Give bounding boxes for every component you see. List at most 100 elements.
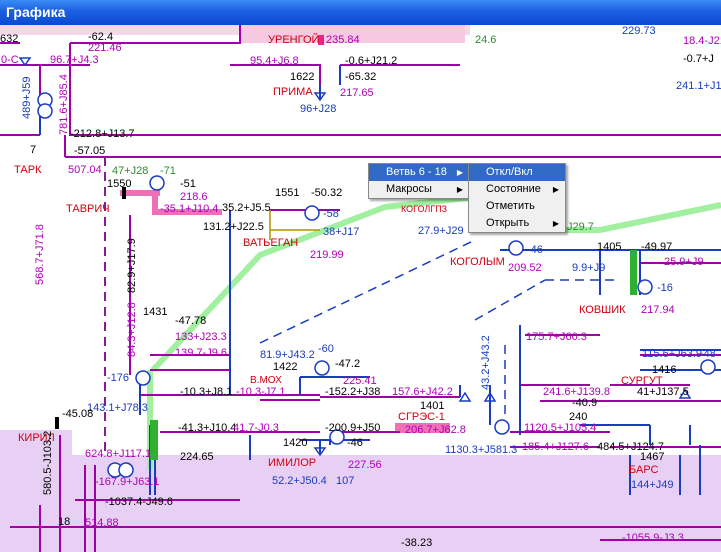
transformer-icons: [37, 92, 134, 478]
node-name-kogolym[interactable]: КОГОЛЫМ: [450, 256, 505, 268]
submenu-arrow-icon: ▶: [552, 219, 559, 228]
node-angle: -65.32: [345, 71, 377, 83]
flow-label: 81.9+J43.2: [260, 349, 315, 361]
highlight-tavrich: [120, 190, 160, 196]
node-voltage: 218.6: [180, 191, 208, 203]
substation-area-top: [0, 25, 470, 35]
flow-label: -38.23: [401, 537, 433, 549]
node-name-tark[interactable]: ТАРК: [14, 164, 42, 176]
node-angle: -50.32: [311, 187, 343, 199]
substation-area-bottom: [72, 455, 721, 552]
node-name-bars[interactable]: БАРС: [629, 464, 659, 476]
flow-label: 52.2+J50.4: [272, 475, 327, 487]
node-voltage: 224.65: [180, 451, 214, 463]
window-title-bar[interactable]: Графика: [0, 0, 721, 25]
flow-label: 131.2+J22.5: [203, 221, 264, 233]
node-voltage: 225.41: [343, 375, 377, 387]
load-icons: [18, 57, 692, 457]
node-name-tavrich[interactable]: ТАВРИЧ: [66, 203, 110, 215]
node-number: 1401: [420, 400, 445, 412]
node-name-vatyegan[interactable]: ВАТЬЕГАН: [243, 237, 299, 249]
menu-item-branch[interactable]: Ветвь 6 - 18 ▶: [369, 164, 469, 181]
green-buses: [150, 250, 637, 460]
flow-label: -58: [323, 208, 339, 220]
menu-item-macros-label: Макросы: [386, 183, 432, 195]
vatyegan-line: [269, 210, 320, 240]
node-voltage: 514.88: [85, 517, 119, 529]
node-number: 18: [58, 516, 71, 528]
flow-label: 229.73: [622, 25, 656, 37]
node-name-sgres[interactable]: СГРЭС-1: [398, 411, 445, 423]
node-name-urengoy[interactable]: УРЕНГОЙ: [268, 34, 320, 46]
node-name-vmokh[interactable]: В.МОХ: [250, 375, 282, 386]
node-number: 1405: [597, 241, 622, 253]
submenu-item-state-label: Состояние: [486, 183, 541, 195]
node-number: 1467: [640, 451, 665, 463]
flow-label: -48: [700, 348, 716, 360]
flow-label: 157.6+J42.2: [392, 386, 453, 398]
context-menu[interactable]: Ветвь 6 - 18 ▶ Макросы ▶: [368, 163, 470, 199]
flow-label: 241.1+J1: [676, 80, 721, 92]
node-name-kogolgpz[interactable]: КОГОЛГПЗ: [401, 204, 448, 214]
menu-item-macros[interactable]: Макросы ▶: [369, 181, 469, 198]
node-number: 1422: [273, 361, 298, 373]
flow-label: 95.4+J6.8: [250, 55, 299, 67]
submenu-item-open[interactable]: Открыть ▶: [469, 215, 565, 232]
node-angle: -40.9: [572, 397, 598, 409]
flow-label: 221.46: [88, 42, 122, 54]
flow-label: 781.6+J85.4: [58, 74, 70, 135]
flow-label: 1120.5+J105.4: [524, 422, 597, 434]
generator-icons: [135, 175, 716, 445]
node-voltage: 219.99: [310, 249, 344, 261]
flow-label: -212.8+J13.7: [70, 128, 135, 140]
flow-label: 84.3+J12.8: [126, 302, 138, 357]
node-name-prima[interactable]: ПРИМА: [273, 86, 313, 98]
flow-label: -57.05: [74, 145, 106, 157]
node-number: 1431: [143, 306, 168, 318]
node-number: 1622: [290, 71, 315, 83]
flow-label: -35.1+J10.4: [160, 203, 219, 215]
node-angle: -51: [180, 178, 196, 190]
black-markers: [55, 187, 126, 429]
flow-label: 107: [336, 475, 355, 487]
network-diagram[interactable]: [0, 25, 721, 552]
node-voltage: 209.52: [508, 262, 542, 274]
flow-label: -16: [657, 282, 673, 294]
submenu-arrow-icon: ▶: [552, 185, 559, 194]
flow-label: 41.7-J0.3: [233, 422, 279, 434]
flow-label: 568.7+J71.8: [34, 224, 46, 285]
flow-label: 241.6+J139.8: [543, 386, 610, 398]
node-angle: -47.78: [175, 315, 207, 327]
flow-label: 185.4+J127.6: [522, 441, 589, 453]
window-title: Графика: [6, 4, 66, 20]
flow-label: 38+J17: [323, 226, 360, 238]
highlight-urengoy-bar: [318, 35, 324, 45]
node-name-imilor[interactable]: ИМИЛОР: [268, 457, 317, 469]
flow-label: J29.7: [567, 221, 594, 233]
flow-label: -41.3+J10.4: [178, 422, 237, 434]
flow-label: 624.8+J117.1: [85, 448, 152, 460]
flow-label: -46: [527, 244, 543, 256]
node-voltage: 217.94: [641, 304, 675, 316]
flow-label: -0.6+J21.2: [345, 55, 398, 67]
node-name-kovshik[interactable]: КОВШИК: [579, 304, 626, 316]
flow-label: 115.6+J63.9: [642, 348, 703, 360]
node-voltage: 240: [569, 411, 588, 423]
node-voltage: 235.84: [326, 34, 360, 46]
flow-label: -167.9+J63.1: [95, 476, 160, 488]
node-name-kiril[interactable]: КИРИЛ: [18, 432, 55, 444]
node-voltage: 217.65: [340, 87, 374, 99]
submenu-item-mark[interactable]: Отметить: [469, 198, 565, 215]
scheme-canvas[interactable]: 632 -62.4 221.46 0-C 96.7+J4.3 УРЕНГОЙ 2…: [0, 25, 721, 552]
flow-label: -152.2+J38: [325, 386, 381, 398]
flow-label: 143.1+J78.3: [87, 402, 148, 414]
submenu-item-state[interactable]: Состояние ▶: [469, 181, 565, 198]
submenu-item-toggle[interactable]: Откл/Вкл: [469, 164, 565, 181]
context-submenu[interactable]: Откл/Вкл Состояние ▶ Отметить Открыть ▶: [468, 163, 566, 233]
node-name-surgut[interactable]: СУРГУТ: [621, 375, 663, 387]
flow-label: 35.2+J5.5: [222, 202, 271, 214]
flow-label: 18.4-J21: [683, 35, 721, 47]
flow-label: 96.7+J4.3: [50, 54, 99, 66]
menu-item-branch-label: Ветвь 6 - 18: [386, 166, 447, 178]
flow-label: 632: [0, 33, 19, 45]
